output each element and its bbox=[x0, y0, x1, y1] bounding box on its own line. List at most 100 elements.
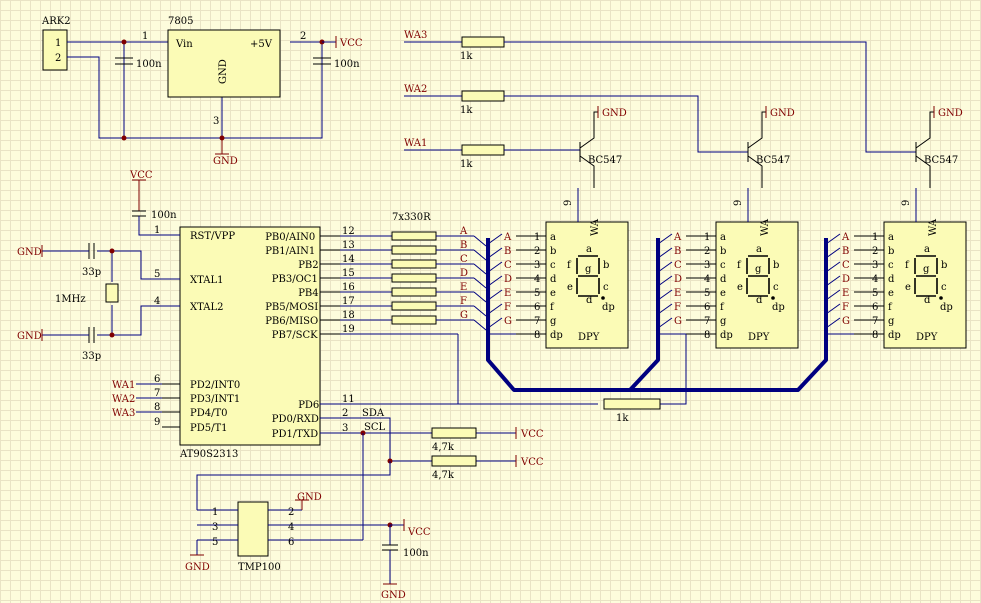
display-pin-num: 8 bbox=[534, 330, 540, 341]
crystal-1mhz bbox=[105, 283, 119, 303]
display-segment-net: A bbox=[673, 232, 682, 243]
segment-a-label: a bbox=[586, 244, 592, 255]
mcu-left-pin-num: 8 bbox=[154, 402, 160, 413]
segment-net-label: A bbox=[459, 226, 468, 237]
display-pin-label: b bbox=[888, 246, 894, 257]
display-pin-num: 1 bbox=[534, 232, 540, 243]
mcu-left-pin-name: PD3/INT1 bbox=[190, 394, 240, 405]
mcu-right-pin-num: 19 bbox=[342, 324, 355, 335]
mcu-right-pin-name: PD1/TXD bbox=[272, 429, 318, 440]
display-pin-num: 7 bbox=[534, 316, 540, 327]
segment-net-label: D bbox=[460, 268, 468, 279]
display-pin-label: g bbox=[720, 316, 727, 327]
mcu-right-pin-name: PB2 bbox=[298, 260, 318, 271]
c-reset-value: 100n bbox=[151, 210, 177, 221]
segment-b-label: b bbox=[603, 260, 609, 271]
c-xtal1-value: 33p bbox=[82, 267, 101, 278]
base-resistor-value: 1k bbox=[460, 105, 473, 116]
display-pin-label: b bbox=[720, 246, 726, 257]
segment-resistor bbox=[391, 245, 437, 255]
display-pin-num: 2 bbox=[872, 246, 878, 257]
display-pin-num: 3 bbox=[872, 260, 878, 271]
display-segment-net: D bbox=[504, 274, 512, 285]
pullup-2-value: 4,7k bbox=[432, 470, 455, 481]
gnd-label-xtal1: GND bbox=[17, 247, 42, 258]
mcu-right-pin-num: 18 bbox=[342, 310, 355, 321]
display-pin-label: b bbox=[550, 246, 556, 257]
display-segment-net: C bbox=[674, 260, 682, 271]
sensor-pin4: 4 bbox=[288, 522, 294, 533]
display-pin-num: 4 bbox=[534, 274, 540, 285]
display-pin-label: c bbox=[720, 260, 726, 271]
mcu-net-wa3: WA3 bbox=[112, 408, 135, 419]
display-pin-label: a bbox=[550, 232, 556, 243]
display-pin-num: 4 bbox=[872, 274, 878, 285]
display-pin-label: dp bbox=[720, 330, 733, 341]
display-common-label: WA bbox=[760, 218, 771, 236]
gnd-label-driver: GND bbox=[602, 108, 627, 119]
display-pin-num: 1 bbox=[704, 232, 710, 243]
digit-net-label: WA3 bbox=[404, 30, 427, 41]
segment-bus bbox=[486, 238, 828, 392]
display-segment-net: D bbox=[842, 274, 850, 285]
mcu-right-pin-name: PD6 bbox=[298, 400, 319, 411]
vcc-label-1: VCC bbox=[339, 38, 363, 49]
mcu-right-pin-num: 16 bbox=[342, 282, 355, 293]
digit-net-label: WA2 bbox=[404, 84, 427, 95]
display-segment-net: A bbox=[503, 232, 512, 243]
sensor-pin2: 2 bbox=[288, 507, 294, 518]
display-common-label: WA bbox=[928, 218, 939, 236]
regulator-vout: +5V bbox=[250, 39, 273, 50]
transistor-label: BC547 bbox=[588, 155, 622, 166]
regulator-label: 7805 bbox=[168, 16, 193, 27]
display-pin-num: 6 bbox=[534, 302, 540, 313]
mcu-right-pin-num: 11 bbox=[342, 394, 355, 405]
power-supply-section: ARK2 1 2 100n 100n 7805 Vin +5V GND 1 2 … bbox=[41, 16, 363, 167]
vcc-label-reset: VCC bbox=[129, 170, 153, 181]
resistor-dp bbox=[603, 398, 661, 410]
display-segment-net: G bbox=[674, 316, 682, 327]
display-pin-label: dp bbox=[888, 330, 901, 341]
mcu-left-pin-name: PD4/T0 bbox=[190, 408, 228, 419]
display-pin-label: f bbox=[888, 302, 893, 313]
mcu-left-pin-num: 4 bbox=[154, 296, 160, 307]
segment-a-label: a bbox=[756, 244, 762, 255]
mcu-left-pin-num: 5 bbox=[154, 269, 160, 280]
gnd-label-sensor2: GND bbox=[297, 492, 322, 503]
c-sensor-value: 100n bbox=[403, 548, 429, 559]
mcu-right-pin-num: 2 bbox=[342, 408, 348, 419]
display-segment-net: E bbox=[674, 288, 681, 299]
display-pin-label: d bbox=[720, 274, 727, 285]
base-resistor-value: 1k bbox=[460, 51, 473, 62]
mcu-right-pin-name: PB7/SCK bbox=[272, 330, 318, 341]
display-segment-net: C bbox=[842, 260, 850, 271]
gnd-label-driver: GND bbox=[938, 108, 963, 119]
gnd-label-sensor3: GND bbox=[381, 590, 406, 601]
display-segment-net: B bbox=[674, 246, 681, 257]
display-pin-num: 7 bbox=[704, 316, 710, 327]
display-pin-num: 7 bbox=[872, 316, 878, 327]
display-name: DPY bbox=[916, 332, 938, 343]
display-pin-label: a bbox=[888, 232, 894, 243]
mcu-left-pin-name: PD5/T1 bbox=[190, 423, 228, 434]
display-common-label: WA bbox=[590, 218, 601, 236]
display-segment-net: A bbox=[841, 232, 850, 243]
display-pin-num: 6 bbox=[872, 302, 878, 313]
display-pin-num: 2 bbox=[704, 246, 710, 257]
display-segment-net: D bbox=[674, 274, 682, 285]
mcu-net-wa2: WA2 bbox=[112, 394, 135, 405]
segment-dp-label: dp bbox=[602, 302, 615, 313]
c-xtal2-value: 33p bbox=[82, 351, 101, 362]
mcu-right-pin-num: 15 bbox=[342, 268, 355, 279]
display-pin-label: a bbox=[720, 232, 726, 243]
vcc-label-pullup1: VCC bbox=[520, 429, 544, 440]
segment-net-label: G bbox=[460, 310, 468, 321]
display-pin-num: 1 bbox=[872, 232, 878, 243]
mcu-left-pin-num: 7 bbox=[154, 388, 160, 399]
ark2-pin1: 1 bbox=[55, 38, 61, 49]
segment-f-label: f bbox=[905, 260, 910, 271]
mcu-at90s2313 bbox=[179, 226, 321, 446]
